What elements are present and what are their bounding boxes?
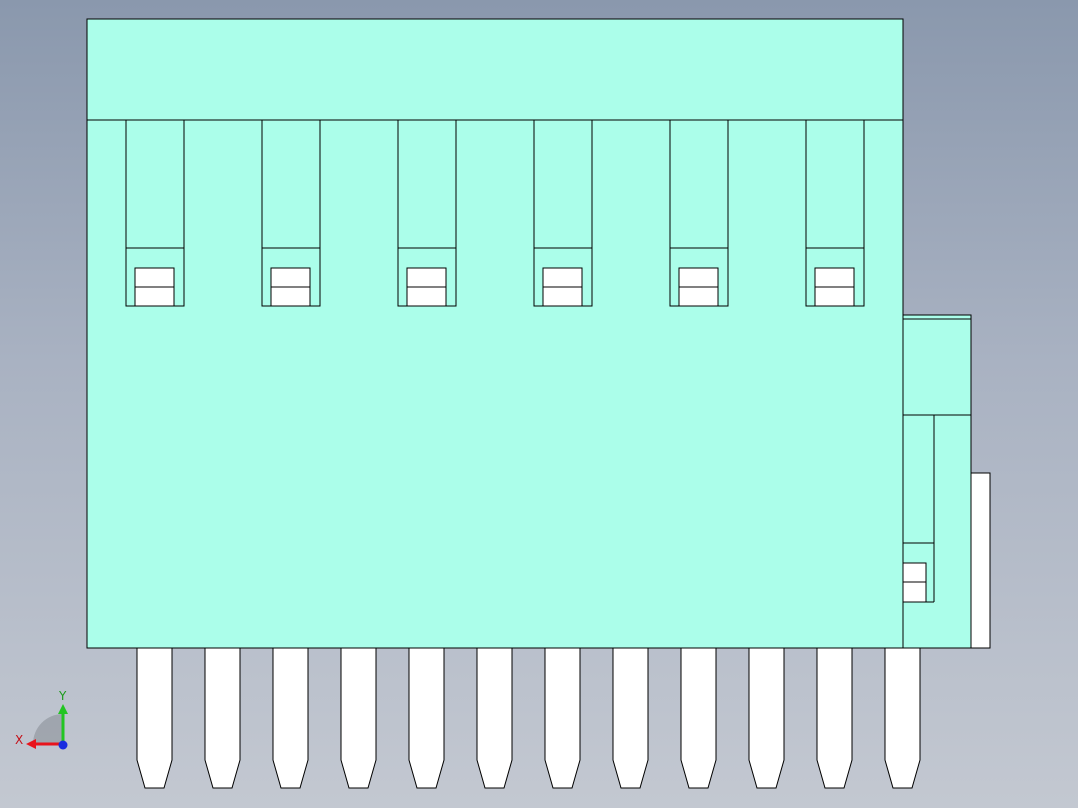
pin [408,647,445,789]
z-axis-dot [58,740,68,750]
y-axis-arrowhead [58,704,68,714]
slot [533,119,593,307]
slot [397,119,457,307]
pins-group [136,647,921,789]
pin [816,647,853,789]
triad-fan [33,714,63,744]
pin [340,647,377,789]
pin [544,647,581,789]
slot [125,119,185,307]
x-axis-arrowhead [26,739,36,749]
pin [272,647,309,789]
slot [669,119,729,307]
side-plate [970,472,991,649]
x-axis-label: X [15,733,23,747]
pin [136,647,173,789]
pin [680,647,717,789]
pin [884,647,921,789]
pin [204,647,241,789]
side-latch [902,314,972,649]
pin [748,647,785,789]
y-axis-label: Y [58,689,67,703]
housing-body [86,18,904,649]
slot [805,119,865,307]
pin [476,647,513,789]
slot [261,119,321,307]
pin [612,647,649,789]
coordinate-triad: Y X [15,689,68,750]
slots-group [125,119,865,307]
